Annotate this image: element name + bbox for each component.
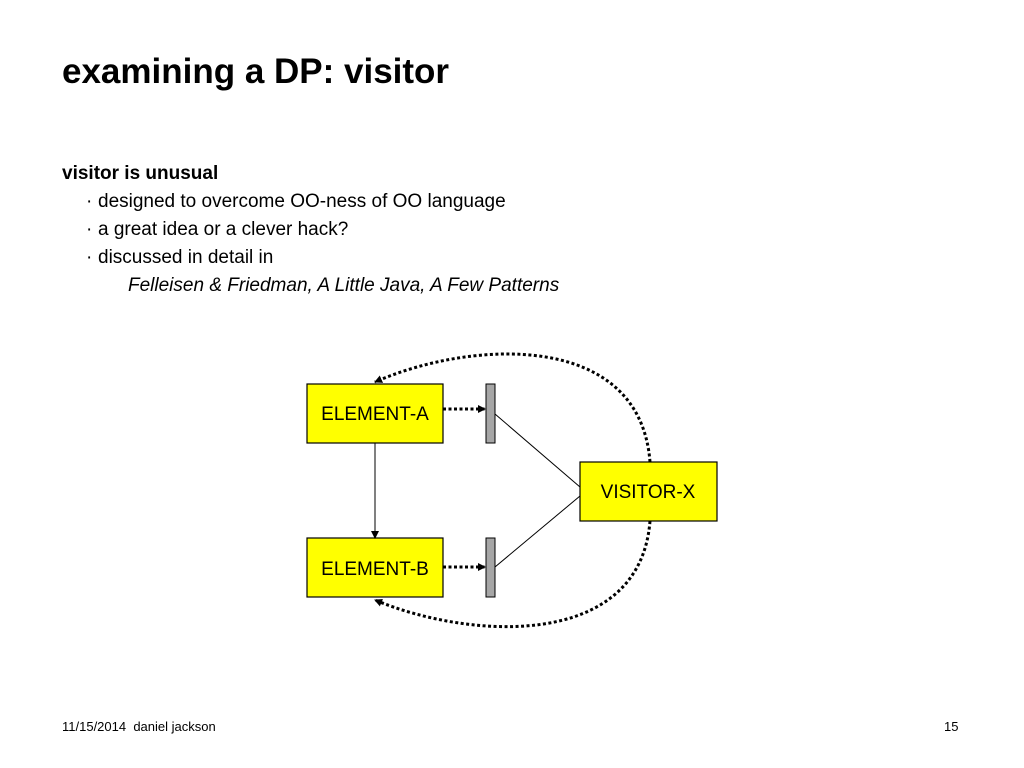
visitor-x-box [579, 461, 718, 522]
port-b-to-visitor-line [494, 495, 581, 568]
bullet-item: ·a great idea or a clever hack? [62, 216, 559, 244]
port-a [485, 383, 496, 444]
bullet-text: designed to overcome OO-ness of OO langu… [98, 191, 506, 212]
bullet-text: discussed in detail in [98, 247, 274, 268]
bullet-dot: · [86, 247, 93, 268]
bullet-text: a great idea or a clever hack? [98, 219, 349, 240]
visitor-to-element-b-curve [374, 520, 652, 629]
port-a-to-visitor-line [494, 413, 581, 488]
reference-citation: Felleisen & Friedman, A Little Java, A F… [128, 275, 560, 296]
bullet-item: ·designed to overcome OO-ness of OO lang… [62, 188, 559, 216]
element-b-label: ELEMENT-B [321, 559, 429, 580]
section-heading: visitor is unusual [62, 163, 219, 184]
bullet-item: ·discussed in detail in [62, 244, 559, 272]
element-a-box [306, 383, 444, 444]
slide-body: visitor is unusual ·designed to overcome… [62, 160, 559, 300]
bullet-dot: · [86, 219, 93, 240]
port-b [485, 537, 496, 598]
footer-page-number: 15 [944, 719, 959, 734]
slide-title: examining a DP: visitor [62, 52, 450, 91]
footer-date-author: 11/15/2014 daniel jackson [62, 719, 216, 734]
element-a-label: ELEMENT-A [321, 404, 429, 425]
bullet-dot: · [86, 191, 93, 212]
visitor-x-label: VISITOR-X [601, 482, 696, 503]
